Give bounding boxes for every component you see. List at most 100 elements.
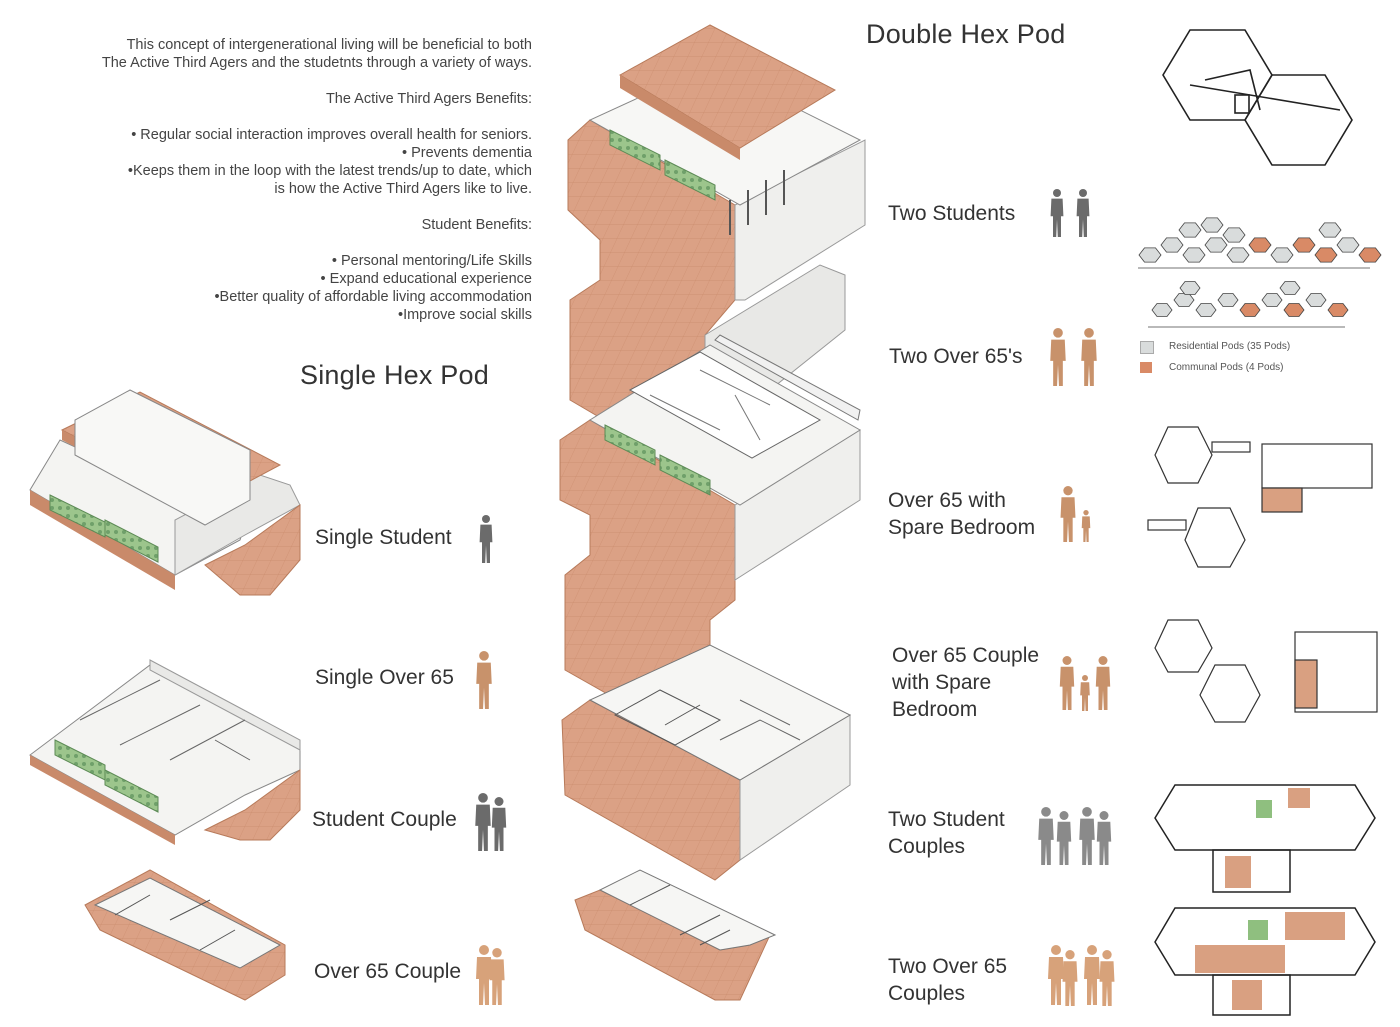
two-students-label: Two Students <box>888 200 1015 227</box>
two-senior-couples-silhouette <box>1099 950 1115 1006</box>
residential-pod-hex <box>1305 293 1327 307</box>
communal-pod-hex <box>1358 247 1382 263</box>
legend-swatch-communal <box>1140 362 1152 373</box>
senior-couple-with-child-silhouette <box>1095 656 1111 710</box>
residential-pod-hex <box>1336 237 1360 253</box>
label-line: Over 65 with <box>888 489 1006 512</box>
residential-pod-hex <box>1204 237 1228 253</box>
benefit-item: • Expand educational experience <box>320 271 532 287</box>
residential-pod-hex <box>1195 303 1217 317</box>
double-hex-plan-sketch <box>1162 29 1353 166</box>
student-silhouette <box>479 515 493 563</box>
single-pod-cutaway <box>29 659 301 845</box>
double-pod-lower-floor <box>561 644 852 881</box>
double-pod-exterior <box>567 24 866 486</box>
two-senior-couples-silhouette <box>1062 950 1078 1006</box>
residential-pod-hex <box>1217 293 1239 307</box>
residential-pod-hex <box>1270 247 1294 263</box>
residential-pod-hex <box>1160 237 1184 253</box>
residential-pod-hex <box>1178 222 1202 238</box>
benefit-item: • Prevents dementia <box>401 145 532 161</box>
residential-pod-hex <box>1226 247 1250 263</box>
double-pod-title: Double Hex Pod <box>866 19 1066 49</box>
residential-pod-hex <box>1200 217 1224 233</box>
single-over-65-label: Single Over 65 <box>315 666 454 689</box>
double-pod-section-sketches <box>1154 784 1376 1016</box>
two-student-couples-label: Two Student Couples <box>888 806 1005 860</box>
student-couple-silhouette <box>475 793 491 851</box>
legend-residential: Residential Pods (35 Pods) <box>1169 341 1291 352</box>
hex-cluster-diagram <box>1138 217 1382 317</box>
two-students-silhouette <box>1076 189 1090 237</box>
two-seniors-silhouette <box>1050 328 1066 386</box>
legend-swatch-residential <box>1140 341 1154 354</box>
legend-communal: Communal Pods (4 Pods) <box>1169 362 1284 373</box>
benefit-item: •Improve social skills <box>398 307 532 323</box>
student-couple-silhouette <box>491 797 507 851</box>
senior-with-child-silhouette <box>1081 510 1091 542</box>
residential-pod-hex <box>1151 303 1173 317</box>
two-student-couples-silhouette <box>1079 807 1095 865</box>
communal-pod-hex <box>1327 303 1349 317</box>
label-line: Over 65 Couple <box>892 644 1040 667</box>
double-pod-cutaway <box>559 334 861 756</box>
residential-pod-hex <box>1173 293 1195 307</box>
student-couple-label: Student Couple <box>312 808 457 831</box>
residential-pod-hex <box>1182 247 1206 263</box>
two-students-silhouette <box>1050 189 1064 237</box>
two-student-couples-silhouette <box>1096 811 1112 865</box>
two-over-65-couples-label: Two Over 65 Couples <box>888 953 1007 1007</box>
single-pod-exterior <box>29 389 301 596</box>
communal-pod-hex <box>1283 303 1305 317</box>
label-line: Two Student <box>888 808 1005 831</box>
intro-line: This concept of intergenerational living… <box>126 37 532 53</box>
senior-silhouette <box>476 651 492 709</box>
two-student-couples-silhouette <box>1056 811 1072 865</box>
student-heading: Student Benefits: <box>421 217 532 233</box>
single-student-label: Single Student <box>315 526 452 549</box>
label-line: Couples <box>888 982 966 1005</box>
label-line: Bedroom <box>892 698 978 721</box>
communal-pod-hex <box>1239 303 1261 317</box>
senior-with-child-silhouette <box>1060 486 1076 542</box>
residential-pod-hex <box>1179 281 1201 295</box>
third-agers-heading: The Active Third Agers Benefits: <box>325 91 532 107</box>
over-65-spare-bedroom-label: Over 65 with Spare Bedroom <box>888 487 1035 541</box>
floor-plan-sketches <box>1147 426 1378 723</box>
two-student-couples-silhouette <box>1038 807 1054 865</box>
benefit-item: •Better quality of affordable living acc… <box>214 289 532 305</box>
label-line: Two Students <box>888 202 1016 225</box>
two-senior-couples-silhouette <box>1048 945 1064 1005</box>
benefit-item: • Regular social interaction improves ov… <box>131 127 532 143</box>
senior-couple-with-child-silhouette <box>1080 675 1090 711</box>
intro-line: The Active Third Agers and the studetnts… <box>101 55 532 71</box>
senior-couple-silhouette <box>489 948 505 1005</box>
label-line: Two Over 65 <box>888 955 1008 978</box>
label-line: Spare Bedroom <box>888 516 1036 539</box>
label-line: with Spare <box>892 671 992 694</box>
single-pod-ground-floor <box>84 869 286 1001</box>
intro-text: This concept of intergenerational living… <box>20 36 532 324</box>
label-line: Two Over 65's <box>889 345 1023 368</box>
residential-pod-hex <box>1318 222 1342 238</box>
single-pod-title: Single Hex Pod <box>300 360 489 390</box>
residential-pod-hex <box>1138 247 1162 263</box>
two-over-65s-label: Two Over 65's <box>889 343 1023 370</box>
residential-pod-hex <box>1279 281 1301 295</box>
residential-pod-hex <box>1222 227 1246 243</box>
over-65-couple-label: Over 65 Couple <box>314 960 462 983</box>
senior-couple-with-child-silhouette <box>1059 656 1075 710</box>
communal-pod-hex <box>1314 247 1338 263</box>
communal-pod-hex <box>1248 237 1272 253</box>
two-seniors-silhouette <box>1081 328 1097 386</box>
benefit-item: is how the Active Third Agers like to li… <box>274 181 532 197</box>
senior-couple-silhouette <box>476 945 492 1005</box>
over-65-couple-spare-bedroom-label: Over 65 Couple with Spare Bedroom <box>892 642 1039 723</box>
two-senior-couples-silhouette <box>1084 945 1100 1005</box>
residential-pod-hex <box>1261 293 1283 307</box>
benefit-item: • Personal mentoring/Life Skills <box>331 253 532 269</box>
label-line: Couples <box>888 835 966 858</box>
double-pod-ground-floor <box>574 869 777 1001</box>
benefit-item: •Keeps them in the loop with the latest … <box>127 163 532 179</box>
communal-pod-hex <box>1292 237 1316 253</box>
